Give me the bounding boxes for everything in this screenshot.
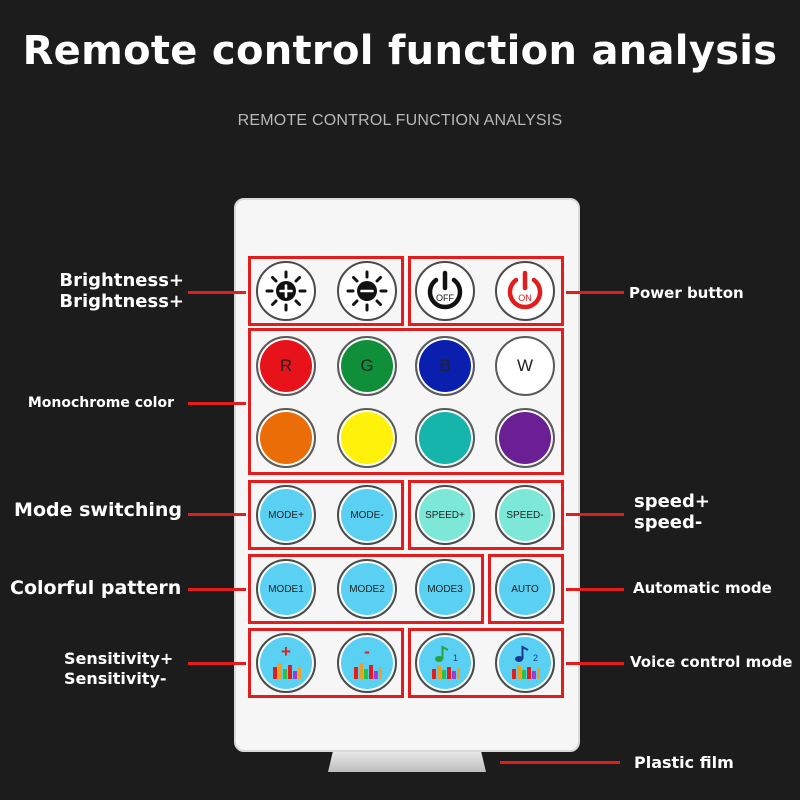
mode-minus-button[interactable]: MODE- bbox=[337, 485, 397, 545]
purple-button[interactable] bbox=[495, 408, 555, 468]
mode-switching-connector bbox=[188, 513, 246, 516]
colorful-connector bbox=[188, 588, 246, 591]
monochrome-connector bbox=[188, 402, 246, 405]
power-on-label: ON bbox=[518, 293, 532, 303]
green-button[interactable]: G bbox=[337, 336, 397, 396]
power-connector bbox=[566, 291, 624, 294]
sensitivity-group-box bbox=[248, 628, 404, 698]
sensitivity-up-label: Sensitivity+ bbox=[64, 649, 174, 668]
speed-plus-label: SPEED+ bbox=[425, 509, 465, 521]
speed-group-box bbox=[408, 480, 564, 550]
mode1-button[interactable]: MODE1 bbox=[256, 559, 316, 619]
voice-mode1-button[interactable]: 1 bbox=[415, 633, 475, 693]
blue-button[interactable]: B bbox=[415, 336, 475, 396]
white-button[interactable]: W bbox=[495, 336, 555, 396]
film-label: Plastic film bbox=[634, 753, 734, 772]
pattern-group-box bbox=[248, 554, 484, 624]
voice-mode1-number: 1 bbox=[453, 653, 458, 663]
brightness-label: Brightness+ Brightness+ bbox=[50, 270, 184, 312]
page-subtitle: REMOTE CONTROL FUNCTION ANALYSIS bbox=[237, 112, 563, 129]
plastic-film bbox=[328, 752, 486, 772]
speed-minus-button[interactable]: SPEED- bbox=[495, 485, 555, 545]
speed-up-label: speed+ bbox=[634, 491, 710, 512]
brightness-up-button[interactable] bbox=[256, 261, 316, 321]
page-title: Remote control function analysis bbox=[22, 28, 778, 74]
power-off-label: OFF bbox=[436, 293, 454, 303]
speed-label: speed+ speed- bbox=[634, 491, 710, 533]
voice-mode2-button[interactable]: 2 bbox=[495, 633, 555, 693]
sensitivity-plus-sign: + bbox=[281, 642, 291, 661]
mode2-button[interactable]: MODE2 bbox=[337, 559, 397, 619]
orange-button[interactable] bbox=[256, 408, 316, 468]
power-on-icon: ON bbox=[507, 270, 543, 310]
voice-connector bbox=[566, 662, 624, 665]
blue-button-label: B bbox=[439, 356, 451, 375]
voice-group-box bbox=[408, 628, 564, 698]
sensitivity-down-button[interactable]: - bbox=[337, 633, 397, 693]
mode-switching-label: Mode switching bbox=[14, 499, 182, 521]
sensitivity-down-label: Sensitivity- bbox=[64, 669, 167, 688]
sun-plus-icon bbox=[265, 270, 307, 312]
colorful-label: Colorful pattern bbox=[10, 577, 182, 599]
brightness-up-label: Brightness+ bbox=[59, 270, 184, 291]
red-button[interactable]: R bbox=[256, 336, 316, 396]
mode2-label: MODE2 bbox=[349, 583, 385, 595]
music-note-2-icon: 2 bbox=[512, 645, 540, 679]
brightness-down-label: Brightness+ bbox=[59, 291, 184, 312]
music-note-1-icon: 1 bbox=[432, 645, 460, 679]
equalizer-plus-icon: + bbox=[273, 642, 301, 679]
voice-label: Voice control mode bbox=[630, 653, 793, 671]
auto-button[interactable]: AUTO bbox=[495, 559, 555, 619]
color-group-box bbox=[248, 328, 564, 475]
voice-mode2-number: 2 bbox=[533, 653, 538, 663]
sensitivity-minus-sign: - bbox=[364, 642, 370, 661]
mode-plus-button[interactable]: MODE+ bbox=[256, 485, 316, 545]
auto-group-box bbox=[488, 554, 564, 624]
teal-button[interactable] bbox=[415, 408, 475, 468]
sensitivity-label: Sensitivity+ Sensitivity- bbox=[64, 649, 173, 689]
speed-down-label: speed- bbox=[634, 512, 703, 533]
mode-plus-label: MODE+ bbox=[268, 509, 304, 521]
white-button-label: W bbox=[516, 356, 534, 375]
mode-minus-label: MODE- bbox=[350, 509, 384, 521]
sun-minus-icon bbox=[346, 270, 388, 312]
monochrome-label: Monochrome color bbox=[27, 395, 174, 411]
power-on-button[interactable]: ON bbox=[495, 261, 555, 321]
mode3-button[interactable]: MODE3 bbox=[415, 559, 475, 619]
speed-minus-label: SPEED- bbox=[506, 509, 544, 521]
brightness-group-box bbox=[248, 256, 404, 326]
power-off-button[interactable]: OFF bbox=[415, 261, 475, 321]
mode1-label: MODE1 bbox=[268, 583, 304, 595]
automatic-connector bbox=[566, 588, 624, 591]
yellow-button[interactable] bbox=[337, 408, 397, 468]
mode-switch-group-box bbox=[248, 480, 404, 550]
power-off-icon: OFF bbox=[427, 270, 463, 310]
film-connector bbox=[500, 761, 620, 764]
mode3-label: MODE3 bbox=[427, 583, 463, 595]
auto-label: AUTO bbox=[511, 583, 539, 595]
equalizer-minus-icon: - bbox=[354, 642, 382, 679]
sensitivity-up-button[interactable]: + bbox=[256, 633, 316, 693]
power-group-box bbox=[408, 256, 564, 326]
speed-plus-button[interactable]: SPEED+ bbox=[415, 485, 475, 545]
brightness-connector bbox=[188, 291, 246, 294]
power-label: Power button bbox=[629, 284, 744, 302]
brightness-down-button[interactable] bbox=[337, 261, 397, 321]
green-button-label: G bbox=[360, 356, 374, 375]
sensitivity-connector bbox=[188, 662, 246, 665]
speed-connector bbox=[566, 513, 624, 516]
red-button-label: R bbox=[279, 356, 293, 375]
automatic-label: Automatic mode bbox=[633, 579, 772, 597]
